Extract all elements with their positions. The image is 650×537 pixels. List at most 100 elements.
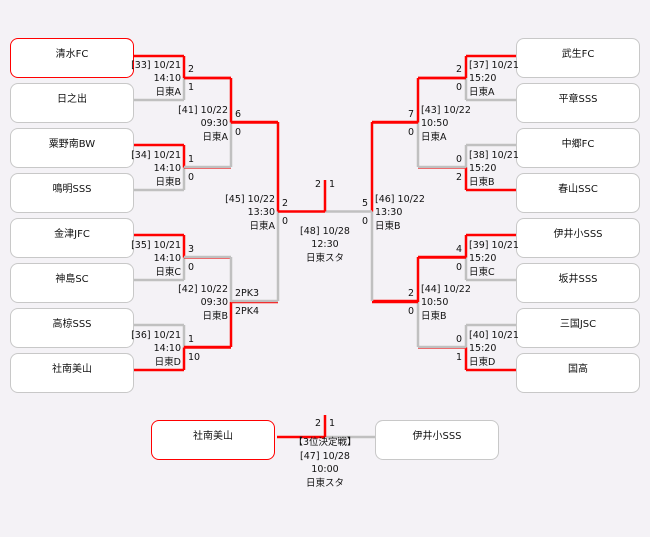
score-top: 6	[235, 108, 242, 120]
team-name: 坂井SSS	[558, 274, 598, 285]
match-label: [42] 10/22	[178, 284, 228, 295]
team-box[interactable]: 清水FC	[10, 38, 134, 78]
score-top: 7	[407, 108, 414, 120]
team-box[interactable]: 武生FC	[516, 38, 640, 78]
third-score-right: 1	[329, 418, 336, 429]
team-name: 社南美山	[52, 364, 92, 375]
score-top: 2	[188, 64, 195, 75]
team-box[interactable]: 金津JFC	[10, 218, 134, 258]
match-venue: 日東B	[421, 311, 447, 322]
score-top: 1	[188, 333, 195, 345]
match-time: 15:20	[469, 252, 497, 264]
score-top: 2	[455, 64, 462, 75]
team-box[interactable]: 平章SSS	[516, 83, 640, 123]
team-box[interactable]: 三国JSC	[516, 308, 640, 348]
team-name: 春山SSC	[558, 184, 598, 195]
third-title: 【3位決定戦】	[293, 437, 357, 448]
match-time: 10:50	[421, 117, 449, 129]
match-label: [37] 10/21	[469, 60, 519, 71]
third-place-team-right[interactable]: 伊井小SSS	[375, 420, 499, 460]
score-top: 2PK3	[235, 288, 260, 299]
score-top: 2	[282, 197, 289, 209]
match-venue: 日東A	[202, 131, 229, 143]
team-box[interactable]: 国高	[516, 353, 640, 393]
team-box[interactable]: 神島SC	[10, 263, 134, 303]
match-venue: 日東B	[202, 311, 228, 322]
match-time: 10:50	[421, 297, 449, 308]
third-label: [47] 10/28	[300, 451, 350, 462]
team-box[interactable]: 中郷FC	[516, 128, 640, 168]
match-venue: 日東C	[469, 266, 495, 278]
score-bottom: 0	[235, 126, 242, 138]
score-top: 0	[455, 153, 462, 165]
team-name: 武生FC	[561, 49, 595, 60]
match-time: 14:10	[153, 252, 181, 264]
team-box[interactable]: 日之出	[10, 83, 134, 123]
match-time: 13:30	[375, 206, 403, 218]
match-label: [35] 10/21	[131, 239, 181, 251]
match-venue: 日東B	[469, 176, 495, 188]
score-top: 4	[455, 243, 462, 255]
final-venue: 日東スタ	[305, 253, 344, 264]
match-time: 13:30	[247, 206, 275, 218]
third-place-team-left[interactable]: 社南美山	[151, 420, 275, 460]
score-bottom: 0	[455, 261, 462, 273]
match-label: [34] 10/21	[131, 149, 181, 161]
score-bottom: 1	[188, 82, 195, 93]
match-venue: 日東A	[249, 220, 276, 232]
score-bottom: 0	[282, 215, 289, 227]
team-name: 粟野南BW	[48, 139, 96, 150]
team-name: 三国JSC	[559, 319, 597, 330]
score-bottom: 10	[188, 351, 201, 363]
match-venue: 日東C	[155, 266, 181, 278]
match-venue: 日東B	[375, 220, 401, 232]
team-box[interactable]: 高椋SSS	[10, 308, 134, 348]
match-time: 15:20	[469, 73, 497, 84]
team-box[interactable]: 社南美山	[10, 353, 134, 393]
score-bottom: 0	[188, 171, 195, 183]
match-venue: 日東B	[155, 176, 181, 188]
match-label: [36] 10/21	[131, 329, 181, 341]
score-top: 2	[407, 288, 414, 299]
match-time: 15:20	[469, 162, 497, 174]
team-name: 国高	[568, 364, 588, 375]
score-bottom: 2PK4	[235, 306, 260, 317]
team-name: 神島SC	[55, 274, 89, 285]
team-name: 社南美山	[193, 431, 233, 442]
team-name: 鳴明SSS	[52, 184, 92, 195]
score-bottom: 0	[455, 82, 462, 93]
final-label: [48] 10/28	[300, 226, 350, 237]
third-time: 10:00	[311, 464, 339, 475]
team-box[interactable]: 坂井SSS	[516, 263, 640, 303]
match-venue: 日東D	[469, 356, 496, 368]
team-box[interactable]: 粟野南BW	[10, 128, 134, 168]
team-name: 伊井小SSS	[412, 431, 462, 442]
match-venue: 日東A	[155, 87, 182, 98]
match-time: 09:30	[200, 297, 228, 308]
match-label: [38] 10/21	[469, 149, 519, 161]
team-name: 平章SSS	[558, 94, 598, 105]
team-box[interactable]: 伊井小SSS	[516, 218, 640, 258]
match-label: [41] 10/22	[178, 104, 228, 116]
match-label: [46] 10/22	[375, 193, 425, 205]
score-bottom: 1	[455, 351, 462, 363]
score-bottom: 2	[455, 171, 462, 183]
match-venue: 日東A	[421, 131, 447, 143]
team-name: 日之出	[57, 94, 87, 105]
team-name: 伊井小SSS	[553, 229, 603, 240]
final-score-right: 1	[329, 179, 336, 190]
score-top: 3	[188, 243, 195, 255]
score-bottom: 0	[407, 306, 414, 317]
match-label: [44] 10/22	[421, 284, 471, 295]
team-box[interactable]: 春山SSC	[516, 173, 640, 213]
match-venue: 日東A	[469, 87, 495, 98]
match-time: 14:10	[153, 162, 181, 174]
match-label: [43] 10/22	[421, 104, 471, 116]
match-label: [45] 10/22	[225, 193, 275, 205]
score-top: 0	[455, 333, 462, 345]
team-box[interactable]: 鳴明SSS	[10, 173, 134, 213]
final-score-left: 2	[314, 179, 321, 190]
team-name: 高椋SSS	[52, 319, 92, 330]
team-name: 金津JFC	[54, 229, 90, 240]
